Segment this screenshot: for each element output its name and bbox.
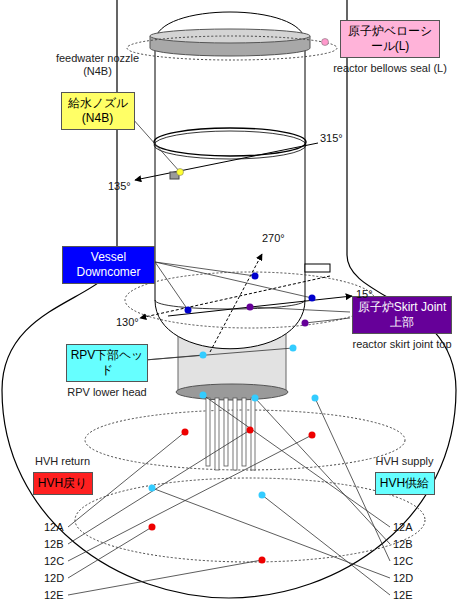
leader-line — [68, 430, 250, 544]
sensor-dot — [252, 273, 259, 280]
leader-line — [145, 348, 293, 360]
callout-box: feedwater nozzle (N4B) 給水ノズル(N4B) — [45, 52, 150, 130]
sensor-dot — [185, 307, 192, 314]
leader-line — [250, 307, 350, 312]
crd-tube — [233, 398, 237, 470]
sensor-dot — [177, 169, 184, 176]
channel-label: 12D — [44, 572, 64, 585]
channel-label: 12B — [44, 538, 64, 551]
angle-label: 130° — [116, 316, 139, 329]
dotted-level-ring — [75, 478, 425, 562]
callout-label: 原子炉ベローシール(L) — [340, 20, 440, 58]
leader-line — [68, 435, 312, 561]
leader-line — [203, 395, 390, 527]
sensor-dot — [302, 320, 309, 327]
callout-label: RPV下部ヘッド — [66, 344, 148, 382]
callout-label: 原子炉Skirt Joint上部 — [352, 296, 452, 334]
callout-caption: feedwater nozzle (N4B) — [45, 52, 150, 78]
leader-line — [255, 398, 390, 544]
angle-label: 315° — [320, 132, 343, 145]
callout-box: HVH returnHVH戻り — [25, 455, 100, 495]
leader-line — [68, 527, 152, 578]
crd-tube — [224, 398, 228, 466]
flange-top — [150, 29, 310, 43]
angle-label: 270° — [262, 232, 285, 245]
callout-label: HVH供給 — [375, 472, 435, 495]
callout-label: HVH戻り — [33, 472, 93, 495]
channel-label: 12A — [393, 521, 413, 534]
leader-line — [152, 488, 390, 578]
vessel-nozzle — [305, 264, 330, 272]
channel-label: 12D — [393, 572, 413, 585]
channel-label: 12C — [393, 555, 413, 568]
feedwater-ring — [154, 128, 306, 156]
leader-line — [155, 262, 255, 276]
crd-tube — [242, 398, 246, 466]
sensor-dot — [149, 524, 156, 531]
azimuth-arrow — [210, 254, 262, 352]
sensor-dot — [247, 427, 254, 434]
channel-label: 12E — [44, 589, 64, 600]
callout-label: 給水ノズル(N4B) — [61, 92, 135, 130]
channel-label: 12C — [44, 555, 64, 568]
callout-box: 原子炉Skirt Joint上部 reactor skirt joint top — [350, 296, 454, 351]
callout-box: Vessel Downcomer — [62, 246, 155, 284]
angle-label: 135° — [108, 180, 131, 193]
callout-box: HVH supplyHVH供給 — [362, 455, 447, 495]
leader-line — [155, 262, 188, 310]
sensor-dot — [252, 395, 259, 402]
channel-label: 12B — [393, 538, 413, 551]
sensor-dot — [259, 492, 266, 499]
sensor-dot — [322, 39, 329, 46]
sensor-dot — [309, 432, 316, 439]
angle-label: 15° — [356, 288, 373, 301]
dotted-level-ring — [127, 36, 337, 60]
crd-tube — [215, 398, 219, 470]
callout-box: RPV下部ヘッド RPV lower head — [62, 344, 152, 399]
sensor-dot — [259, 557, 266, 564]
leader-line — [262, 495, 390, 595]
leader-line — [305, 318, 350, 323]
leader-line — [68, 560, 262, 595]
leader-line — [155, 262, 312, 298]
callout-caption: HVH return — [25, 455, 100, 468]
azimuth-arrow — [135, 143, 318, 180]
sensor-dot — [200, 352, 207, 359]
callout-caption: RPV lower head — [62, 386, 152, 399]
sensor-dot — [309, 295, 316, 302]
callout-caption: reactor bellows seal (L) — [330, 62, 450, 75]
channel-label: 12A — [44, 521, 64, 534]
feedwater-ring — [154, 131, 306, 159]
crd-tube — [251, 398, 255, 470]
callout-caption: HVH supply — [362, 455, 447, 468]
sensor-dot — [312, 395, 319, 402]
callout-caption: reactor skirt joint top — [350, 338, 454, 351]
channel-label: 12E — [393, 589, 413, 600]
sensor-dot — [200, 392, 207, 399]
callout-box: 原子炉ベローシール(L) reactor bellows seal (L) — [330, 20, 450, 75]
callout-label: Vessel Downcomer — [62, 246, 155, 284]
sensor-dot — [290, 345, 297, 352]
skirt-base-ring — [176, 384, 288, 400]
leader-line — [132, 118, 180, 172]
sensor-dot — [247, 304, 254, 311]
vessel-seam — [155, 300, 305, 309]
sensor-dot — [149, 485, 156, 492]
dotted-level-ring — [125, 272, 375, 328]
sensor-dot — [182, 429, 189, 436]
